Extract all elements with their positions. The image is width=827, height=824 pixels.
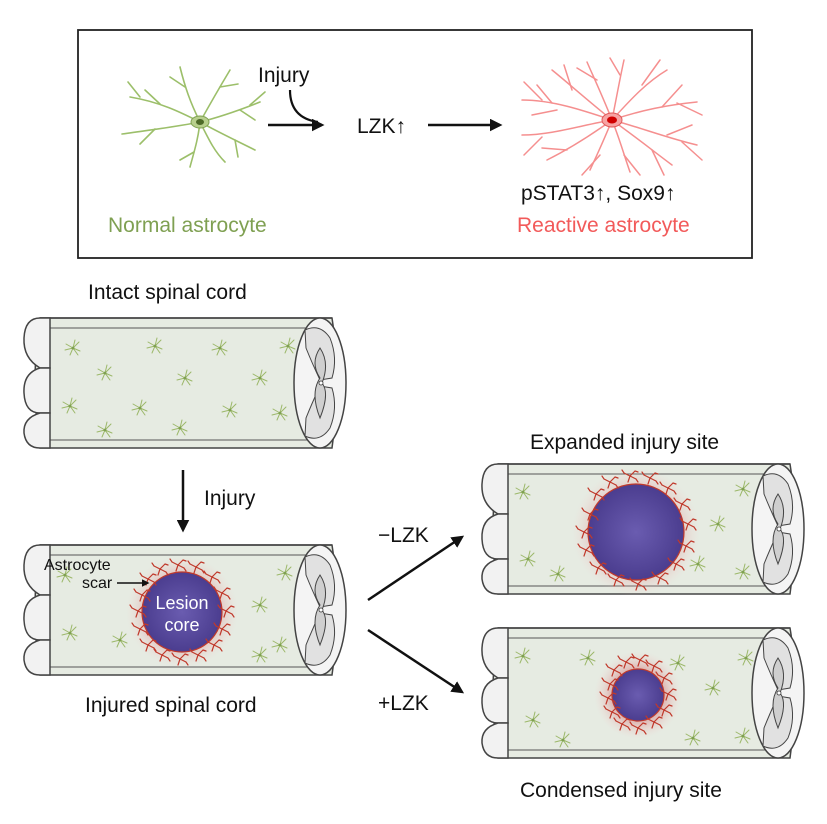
normal-astrocyte-icon: [121, 66, 266, 168]
condensed-lesion-core: [611, 668, 665, 722]
top-panel-frame: [77, 29, 753, 259]
minus-lzk-label: −LZK: [378, 524, 429, 547]
injured-cord: Lesion core: [23, 544, 347, 676]
reactive-astrocyte-label: Reactive astrocyte: [517, 214, 690, 237]
normal-astrocyte-label: Normal astrocyte: [108, 214, 267, 237]
markers-label: pSTAT3↑, Sox9↑: [521, 182, 675, 205]
arrow-minus-lzk: [367, 535, 465, 602]
expanded-lesion-core: [587, 483, 685, 581]
lzk-label: LZK↑: [357, 115, 406, 138]
expanded-cord: [481, 463, 805, 596]
injury-label-top: Injury: [258, 64, 310, 87]
injured-title: Injured spinal cord: [85, 694, 257, 717]
astrocyte-scar-line2: scar: [82, 575, 113, 592]
injury-step-label: Injury: [204, 487, 256, 510]
condensed-title: Condensed injury site: [520, 779, 722, 802]
plus-lzk-label: +LZK: [378, 692, 429, 715]
intact-title: Intact spinal cord: [88, 281, 247, 304]
condensed-cord: [481, 627, 805, 759]
astrocyte-scar-line1: Astrocyte: [44, 557, 111, 574]
expanded-title: Expanded injury site: [530, 431, 719, 454]
lesion-core-line2: core: [164, 615, 199, 635]
top-panel: Injury LZK↑ pSTAT3↑, Sox: [77, 29, 753, 259]
injured-lesion-core: [141, 571, 223, 653]
reactive-astrocyte-icon: [521, 57, 703, 176]
intact-cord: [23, 317, 347, 449]
arrow-plus-lzk: [367, 628, 465, 694]
lesion-core-line1: Lesion: [155, 593, 208, 613]
